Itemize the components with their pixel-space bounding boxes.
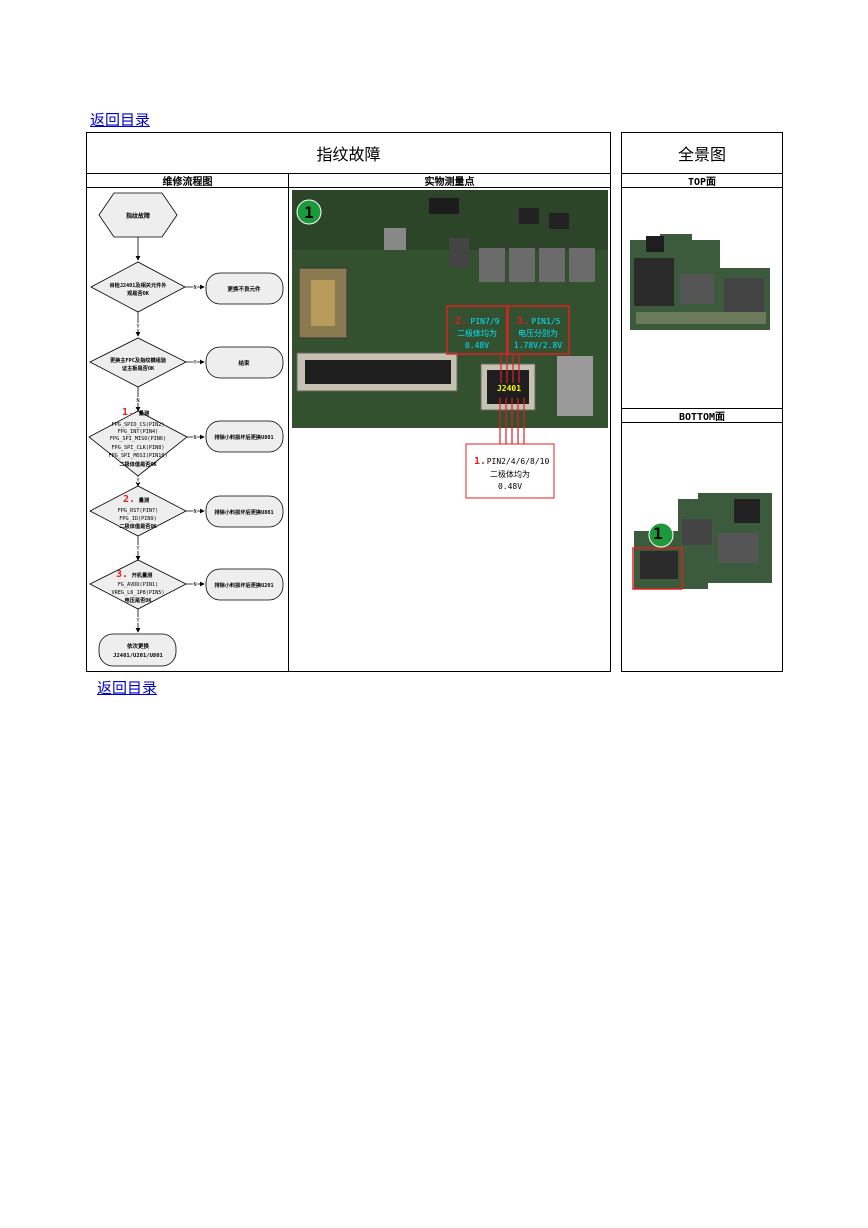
result-replace-u201-label: 排除小料损坏后更换U201 xyxy=(214,581,273,589)
flowchart-cell: 指纹故障 目检J2401及相关元件外 观是否OK N 更换不良元件 Y 更换主F… xyxy=(86,187,289,672)
decision-visual-check-line2: 观是否OK xyxy=(127,289,150,297)
connector-label: J2401 xyxy=(497,384,521,393)
yes-label-1: Y xyxy=(136,324,139,330)
decision-measure-spi-line1: 量测 xyxy=(139,409,149,417)
back-to-index-link-bottom[interactable]: 返回目录 xyxy=(97,679,158,697)
column-top-header: TOP面 xyxy=(621,173,783,188)
yes-label-3: Y xyxy=(136,478,139,484)
measure-cell: 1 J2401 2. PIN7/9 二极体均为 0.48V 3. PIN1/5 … xyxy=(288,187,611,672)
no-label-5: N xyxy=(193,582,196,588)
end-node xyxy=(98,633,177,667)
decision-measure-voltage-line2: FG_AVDD(PIN1) xyxy=(118,582,159,588)
decision-measure-rst-line1: 量测 xyxy=(139,496,149,504)
bottom-photo-marker-number: 1 xyxy=(653,524,663,543)
pin79-callout-line2: 二极体均为 xyxy=(457,328,497,338)
yes-label-4: Y xyxy=(136,546,139,552)
no-label-4: N xyxy=(193,509,196,515)
table-title: 指纹故障 xyxy=(86,132,611,174)
photo-marker-number: 1 xyxy=(304,203,314,222)
decision-measure-spi-line3: FPG_INT(PIN4) xyxy=(118,429,159,435)
decision-measure-spi-line7: 二极体值是否OK xyxy=(119,460,157,468)
decision-measure-spi-line6: FPG_SPI_MOSI(PIN10) xyxy=(108,453,167,459)
result-end xyxy=(205,346,284,379)
decision-measure-voltage-num: 3. xyxy=(116,569,128,580)
result-replace-u801-b xyxy=(205,495,284,528)
pin79-callout-line1: PIN7/9 xyxy=(471,317,500,326)
pin-even-callout-line3: 0.48V xyxy=(498,482,522,491)
pin79-callout-num: 2. xyxy=(455,316,467,327)
decision-measure-spi-line5: FPG_SPI_CLK(PIN8) xyxy=(111,445,164,451)
start-label: 指纹故障 xyxy=(126,212,150,220)
decision-measure-spi-line2: FPG_SPIO_CS(PIN2) xyxy=(111,422,164,428)
decision-measure-voltage-line4: 电压是否OK xyxy=(125,596,153,604)
pin15-callout-line1: PIN1/5 xyxy=(532,317,561,326)
decision-measure-voltage-line1: 开机量测 xyxy=(132,571,153,579)
bottom-view-cell: 1 xyxy=(621,422,783,672)
top-board-photo xyxy=(630,234,770,330)
result-replace-u201 xyxy=(205,568,284,601)
pin-even-callout-line2: 二极体均为 xyxy=(490,469,530,479)
result-end-label: 结束 xyxy=(238,359,250,367)
pin-even-callout-line1: PIN2/4/6/8/10 xyxy=(487,457,550,466)
yes-label-5: Y xyxy=(136,618,139,624)
pin15-callout-box xyxy=(507,305,570,355)
decision-measure-rst-line3: FPG_ID(PIN9) xyxy=(119,516,156,522)
result-replace-parts xyxy=(205,272,284,305)
measurement-diagram: 1 J2401 2. PIN7/9 二极体均为 0.48V 3. PIN1/5 … xyxy=(292,190,608,499)
end-node-line1: 依次更换 xyxy=(127,642,150,650)
pin79-callout-line3: 0.48V xyxy=(465,341,489,350)
decision-measure-voltage-line3: VREG_L6_1P8(PIN5) xyxy=(111,590,164,596)
no-label-1: N xyxy=(193,285,196,291)
decision-measure-spi-num: 1. xyxy=(122,407,134,418)
repair-flowchart: 指纹故障 目检J2401及相关元件外 观是否OK N 更换不良元件 Y 更换主F… xyxy=(88,192,284,667)
decision-measure-spi-line4: FPG_SPI_MISO(PIN6) xyxy=(110,436,166,442)
pin15-callout-line3: 1.78V/2.8V xyxy=(514,341,562,350)
top-view-cell xyxy=(621,187,783,409)
pcb-closeup-photo xyxy=(292,190,608,428)
end-node-line2: J2401/U201/U801 xyxy=(113,653,163,659)
decision-visual-check-line1: 目检J2401及相关元件外 xyxy=(109,281,167,289)
result-replace-parts-label: 更换不良元件 xyxy=(227,285,261,293)
pin79-callout-box xyxy=(446,305,508,355)
no-label-3: N xyxy=(193,435,196,441)
decision-measure-rst-line4: 二极体值是否OK xyxy=(119,522,157,530)
no-label-2: N xyxy=(136,398,139,404)
yes-label-2: Y xyxy=(193,360,196,366)
pin15-callout-num: 3. xyxy=(517,316,529,327)
pin15-callout-line2: 电压分别为 xyxy=(518,328,558,338)
panorama-title: 全景图 xyxy=(621,132,783,174)
column-flow-header: 维修流程图 xyxy=(86,173,289,188)
decision-measure-rst-line2: FPG_RST(PIN7) xyxy=(118,508,159,514)
column-measure-header: 实物测量点 xyxy=(288,173,611,188)
bottom-board-photo xyxy=(632,493,772,590)
decision-measure-rst-num: 2. xyxy=(123,494,135,505)
pin-even-callout-box xyxy=(465,443,555,499)
result-replace-u801-a-label: 排除小料损坏后更换U801 xyxy=(214,433,273,441)
decision-swap-fpc-line2: 证主板是否OK xyxy=(122,364,155,372)
start-node xyxy=(98,192,178,238)
back-to-index-link-top[interactable]: 返回目录 xyxy=(90,111,151,129)
result-replace-u801-b-label: 排除小料损坏后更换U801 xyxy=(214,508,273,516)
decision-swap-fpc-line1: 更换主FPC及指纹模组验 xyxy=(110,356,167,364)
result-replace-u801-a xyxy=(205,420,284,453)
pin-even-callout-num: 1. xyxy=(474,456,486,467)
column-bottom-header: BOTTOM面 xyxy=(621,408,783,423)
